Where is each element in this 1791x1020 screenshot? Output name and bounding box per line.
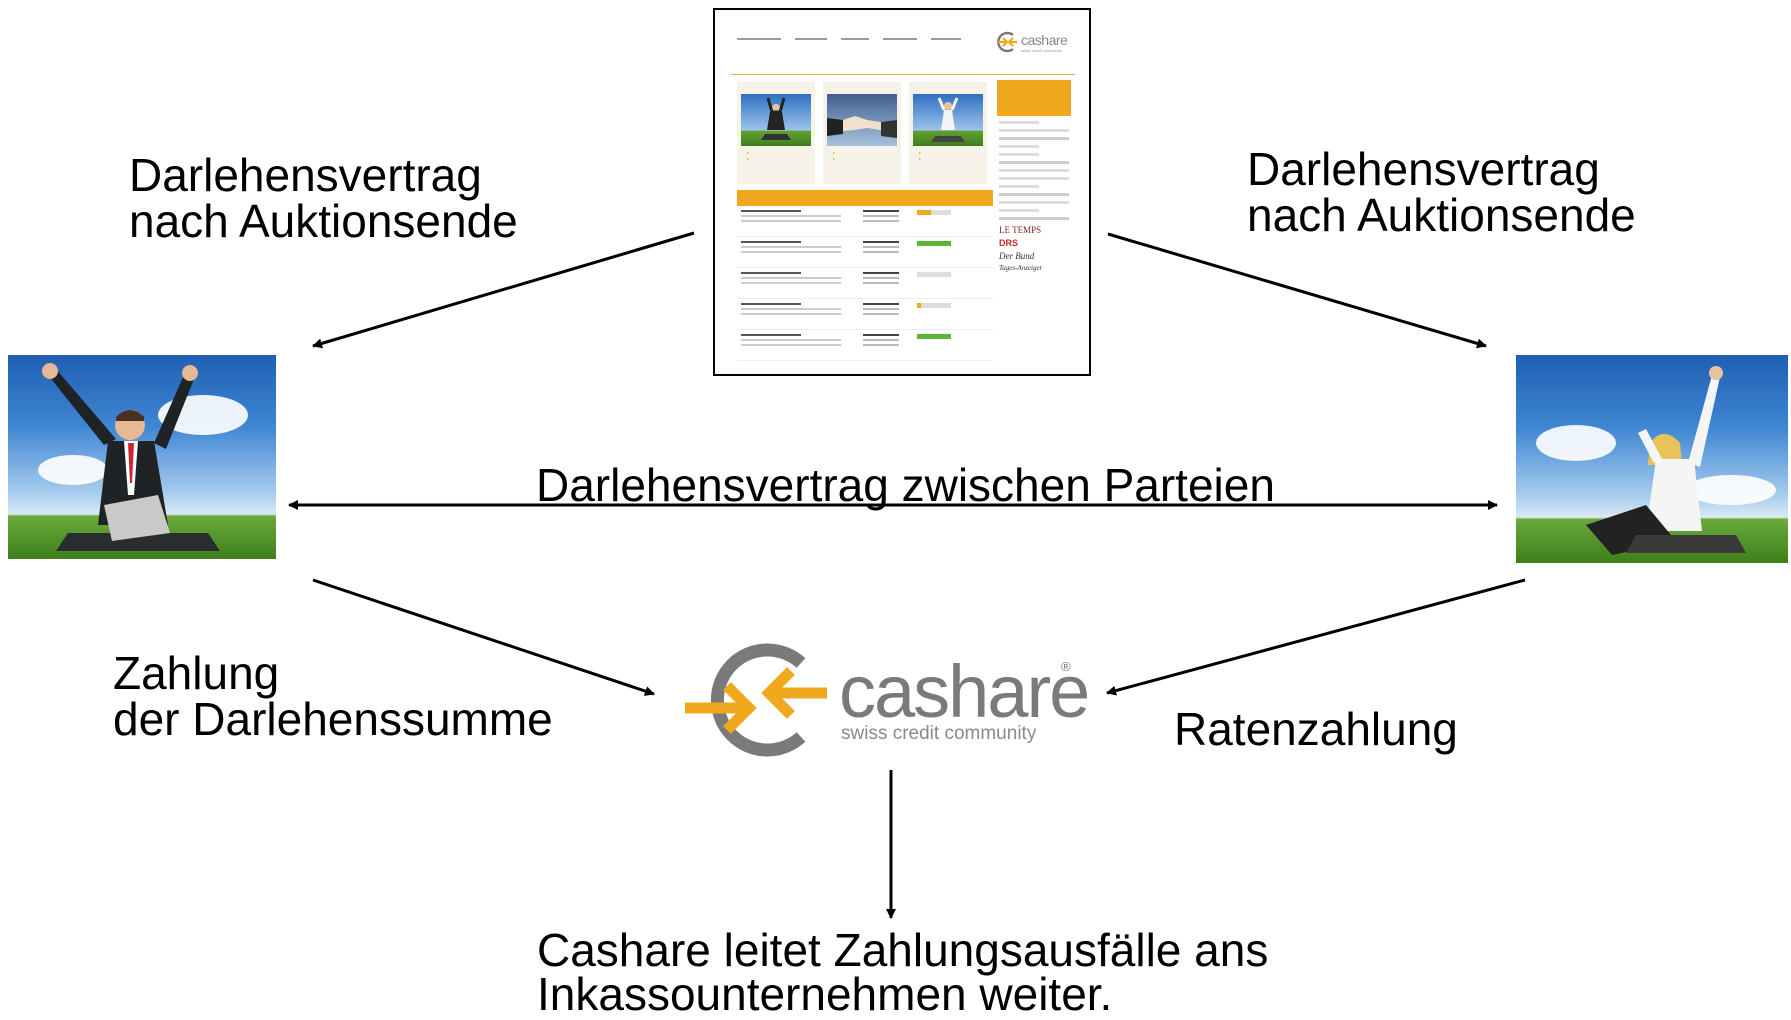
website-logo: cashare swiss credit community (995, 30, 1068, 56)
happy-man-illustration (42, 363, 220, 551)
arrow-platform-to-lender (312, 231, 695, 349)
website-column-heading (909, 82, 987, 94)
table-row (737, 268, 993, 299)
registered-mark: ® (1061, 659, 1071, 674)
website-column-borrower (909, 82, 987, 184)
website-login-box (997, 80, 1071, 116)
label-bottom-left: Zahlung der Darlehenssumme (113, 650, 553, 742)
website-bullet (833, 156, 897, 162)
website-auction-table (737, 190, 993, 361)
website-column-bullets (823, 146, 901, 162)
table-row (737, 206, 993, 237)
website-sidebar: LE TEMPS DRS Der Bund Tages-Anzeiger (997, 80, 1071, 370)
cashare-logo: cashare ® swiss credit community (683, 637, 1090, 763)
arrow-lender-payment (312, 578, 655, 696)
happy-woman-illustration (1586, 366, 1746, 555)
table-row (737, 237, 993, 268)
table-row (737, 299, 993, 330)
label-bottom-left-line-1: Zahlung (113, 647, 280, 699)
arrow-borrower-installment (1106, 578, 1526, 696)
label-footer-line-2: Inkassounternehmen weiter. (537, 968, 1113, 1020)
website-logo-tagline: swiss credit community (1021, 48, 1063, 53)
website-screenshot: cashare swiss credit community (713, 8, 1091, 376)
website-nav-bars (737, 38, 961, 40)
cashare-logo-tagline: swiss credit community (841, 723, 1037, 744)
label-top-right: Darlehensvertrag nach Auktionsende (1247, 146, 1636, 238)
press-logo: Tages-Anzeiger (999, 264, 1043, 272)
arrow-platform-to-borrower (1107, 232, 1487, 349)
website-column-heading (823, 82, 901, 94)
lender-photo (8, 355, 276, 559)
label-center: Darlehensvertrag zwischen Parteien (536, 459, 1275, 511)
website-column-photo (827, 94, 897, 146)
press-logo: Der Bund (999, 251, 1035, 261)
website-column-heading (737, 82, 815, 94)
website-column-bullets (909, 146, 987, 162)
cashare-logo-icon (685, 643, 827, 757)
website-column-bullets (737, 146, 815, 162)
label-top-right-line-2: nach Auktionsende (1247, 189, 1636, 241)
website-column-photo (741, 94, 811, 146)
website-logo-icon (997, 31, 1017, 53)
website-column-lender (737, 82, 815, 184)
table-row (737, 330, 993, 361)
label-footer-line-1: Cashare leitet Zahlungsausfälle ans (537, 924, 1269, 976)
label-bottom-right: Ratenzahlung (1174, 703, 1458, 755)
website-bullet (747, 156, 811, 162)
label-footer: Cashare leitet Zahlungsausfälle ans Inka… (537, 924, 1269, 1020)
website-column-photo (913, 94, 983, 146)
label-bottom-left-line-2: der Darlehenssumme (113, 693, 553, 745)
website-divider (731, 74, 1075, 75)
label-top-left-line-1: Darlehensvertrag (129, 149, 482, 201)
website-column-cashare (823, 82, 901, 184)
website-auction-table-header (737, 190, 993, 206)
press-logo: DRS (999, 238, 1019, 248)
press-logo: LE TEMPS (999, 225, 1042, 235)
website-bullet (919, 156, 983, 162)
label-top-left: Darlehensvertrag nach Auktionsende (129, 152, 518, 244)
label-top-right-line-1: Darlehensvertrag (1247, 143, 1600, 195)
cashare-logo-word: cashare (839, 650, 1090, 733)
website-logo-word: cashare (1021, 32, 1068, 48)
borrower-photo (1516, 355, 1788, 563)
label-top-left-line-2: nach Auktionsende (129, 195, 518, 247)
